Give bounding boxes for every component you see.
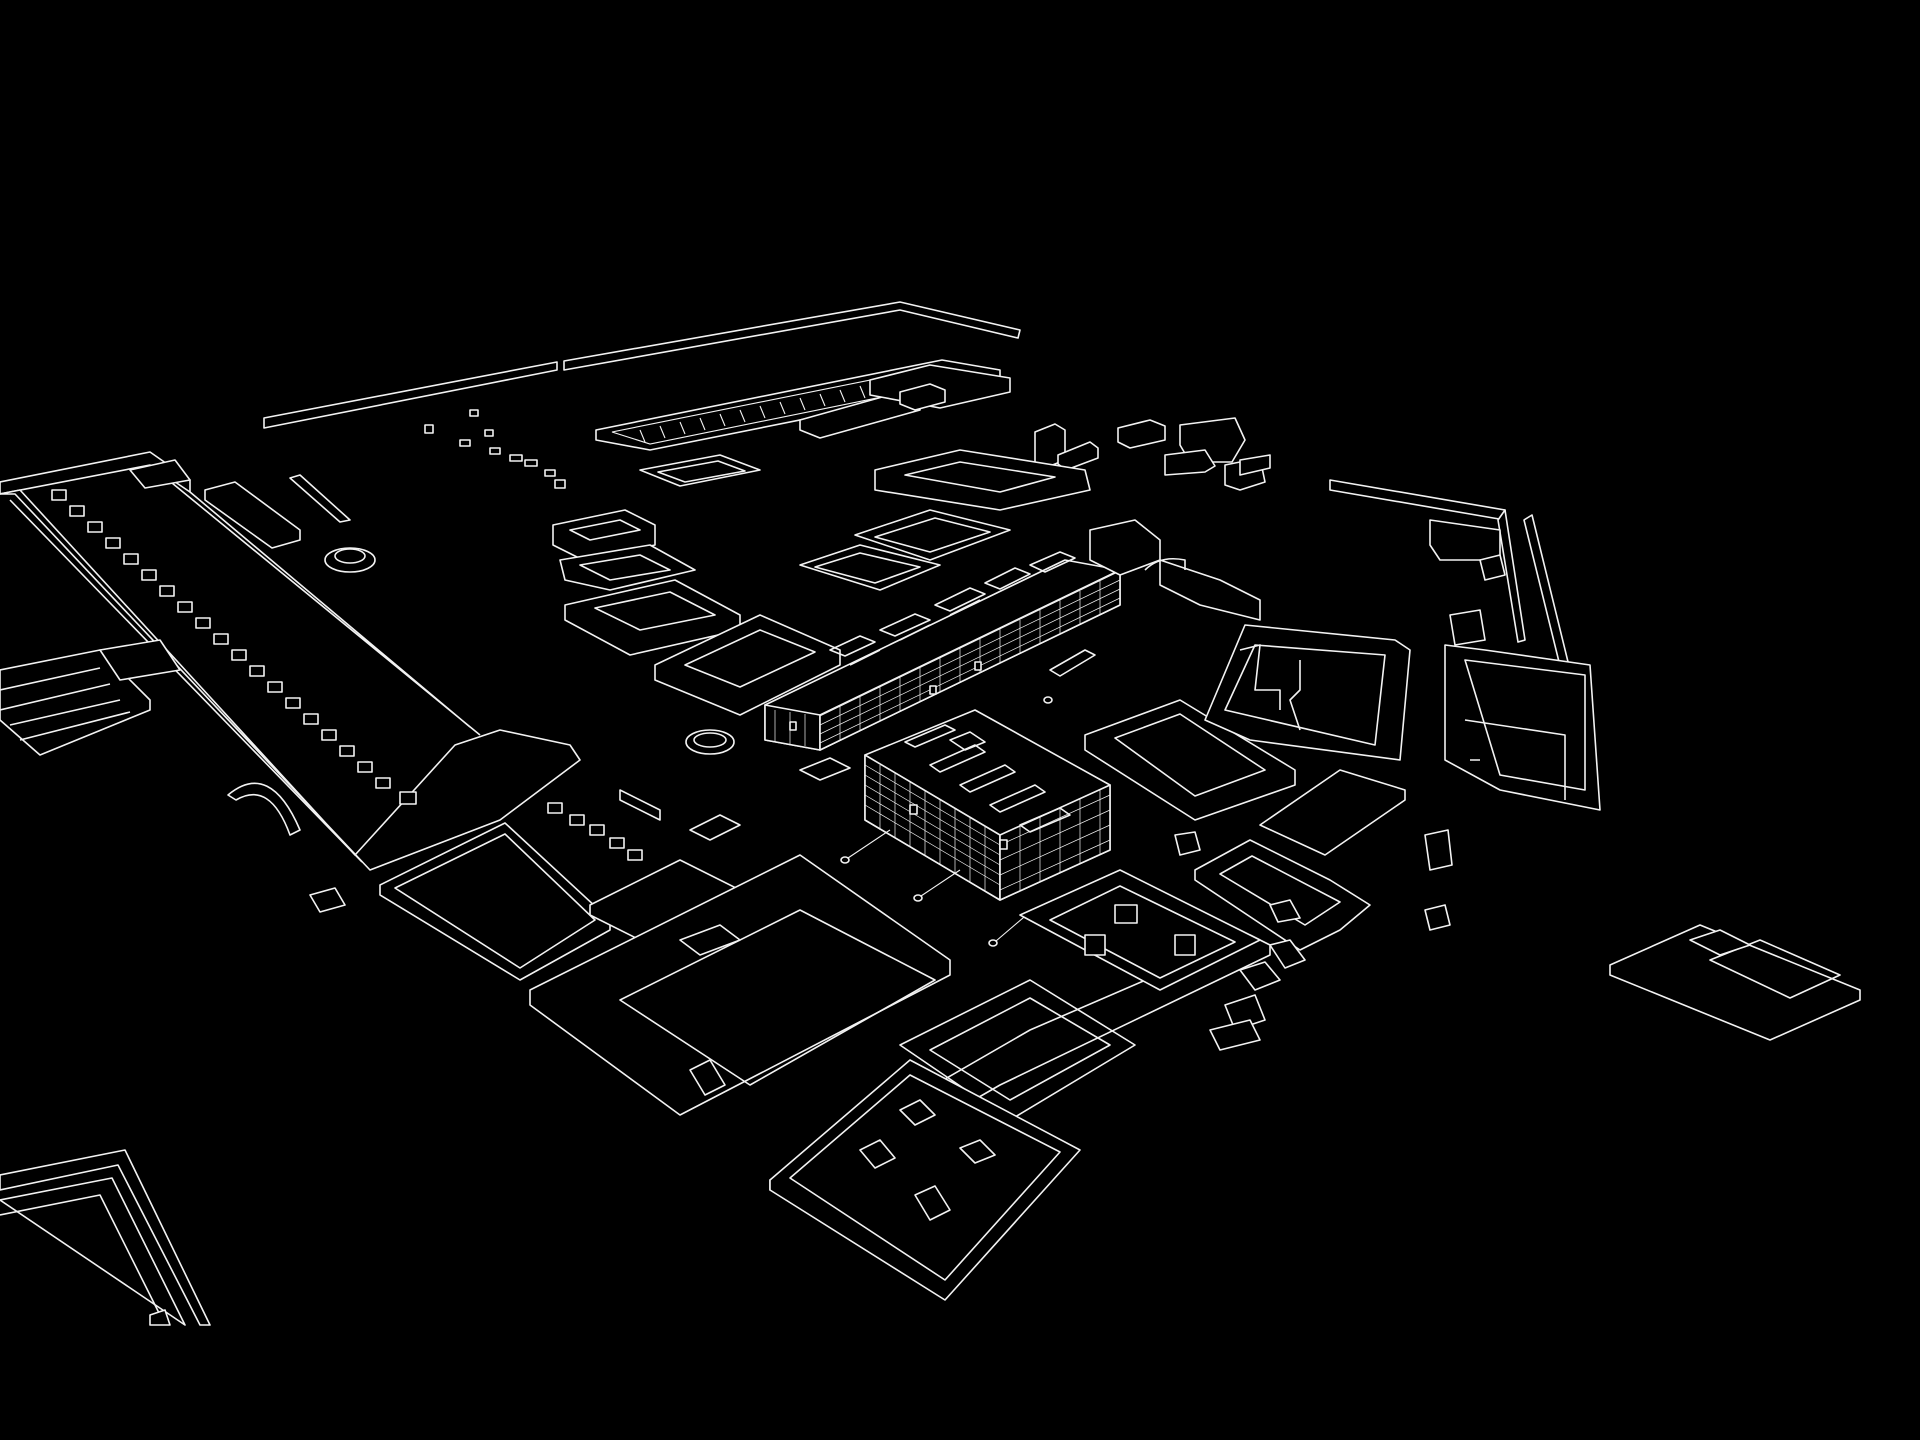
northeast-small-blocks <box>799 364 1271 491</box>
left-long-compound <box>0 451 581 871</box>
upper-facade-grid <box>774 570 1121 746</box>
right-boundary-walls <box>1329 479 1571 675</box>
east-connector-blocks <box>619 729 851 841</box>
east-court-a <box>1084 699 1296 821</box>
left-edge-stepped-blocks <box>0 639 181 756</box>
east-extension-wall <box>1049 519 1261 677</box>
east-right-complex <box>1424 644 1601 931</box>
east-small-cube-column <box>1174 831 1306 1051</box>
far-east-block <box>1609 924 1861 1041</box>
main-building-lower <box>864 709 1111 901</box>
pillar-row <box>51 489 417 805</box>
south-central-court <box>529 854 951 1116</box>
scattered-top-markers <box>424 409 566 489</box>
lower-roof-slots <box>904 724 1071 833</box>
east-stepped-court <box>1204 624 1411 761</box>
west-pavilion <box>204 474 376 573</box>
main-building-upper <box>764 551 1121 751</box>
small-markers-cluster <box>309 696 1053 947</box>
west-courts <box>552 509 841 716</box>
south-open-court-with-blocks <box>769 1059 1081 1301</box>
north-boundary-wall <box>263 301 1021 429</box>
east-court-b <box>1194 769 1406 951</box>
upper-roof-courts <box>829 551 1076 666</box>
bottom-left-fragment <box>0 1149 211 1326</box>
north-courts <box>639 449 1091 591</box>
